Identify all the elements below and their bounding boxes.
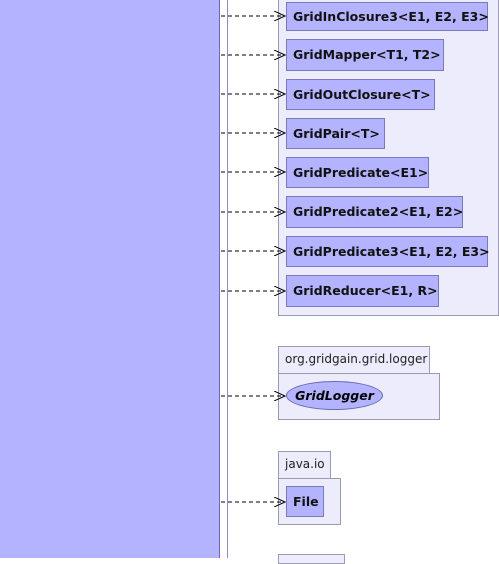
class-gridoutclosure[interactable]: GridOutClosure<T>	[286, 79, 435, 110]
source-class-border-line	[227, 0, 228, 558]
class-gridpair[interactable]: GridPair<T>	[286, 118, 385, 149]
class-gridmapper[interactable]: GridMapper<T1, T2>	[286, 39, 444, 71]
package-logger-tab: org.gridgain.grid.logger	[278, 346, 430, 375]
class-gridinclosure3[interactable]: GridInClosure3<E1, E2, E3>	[286, 2, 489, 31]
class-gridpredicate2[interactable]: GridPredicate2<E1, E2>	[286, 196, 463, 228]
class-file[interactable]: File	[286, 486, 324, 517]
source-class-box[interactable]	[0, 0, 220, 558]
class-gridpredicate[interactable]: GridPredicate<E1>	[286, 157, 429, 188]
interface-gridlogger[interactable]: GridLogger	[286, 381, 383, 410]
class-gridreducer[interactable]: GridReducer<E1, R>	[286, 275, 439, 307]
class-gridpredicate3[interactable]: GridPredicate3<E1, E2, E3>	[286, 236, 490, 267]
package-javaio-tab: java.io	[278, 451, 331, 480]
